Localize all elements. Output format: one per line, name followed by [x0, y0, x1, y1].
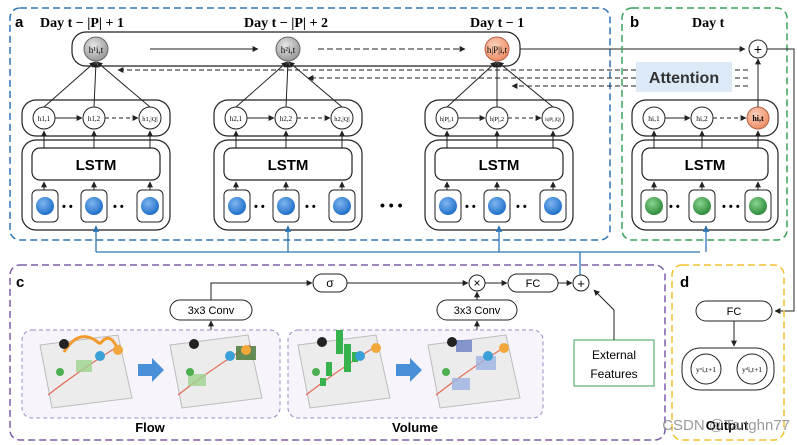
group-2-dots-b: • •	[305, 201, 316, 213]
group-3: h|P|,1 h|P|,2 h|P|,|Q| LSTM • • • •	[424, 61, 574, 231]
panel-d-letter: d	[680, 274, 689, 291]
panel-c-letter: c	[16, 274, 24, 291]
group-1-node-2: h1,2	[88, 115, 101, 123]
group-2: h2,1 h2,2 h2,|Q| LSTM • • • •	[213, 61, 363, 231]
group-3-lstm: LSTM	[479, 157, 520, 174]
group-3-node-3: h|P|,|Q|	[545, 117, 561, 123]
b-lstm: LSTM	[685, 157, 726, 174]
attention-box	[636, 62, 732, 92]
b-dots-a: • •	[669, 201, 680, 213]
top-node-2: h²i,t	[281, 45, 296, 55]
panel-a-letter: a	[15, 14, 24, 31]
group-1-node-3: h1,|Q|	[142, 116, 157, 123]
group-2-node-2: h2,2	[280, 115, 293, 123]
panel-d: d FC yᵒi,t+1 yᵈi,t+1 Output	[671, 264, 785, 441]
output-o: yᵒi,t+1	[696, 365, 716, 374]
top-node-3: h|P|i,t	[487, 45, 508, 55]
group-2-dots-a: • •	[254, 201, 265, 213]
panel-c: c σ × FC + 3x3 Conv 3x3 Conv	[9, 264, 666, 441]
group-2-node-3: h2,|Q|	[334, 116, 349, 123]
conv-right-label: 3x3 Conv	[454, 305, 501, 317]
times-symbol: ×	[473, 276, 480, 290]
group-1-dots-b: • •	[113, 201, 124, 213]
attention-label: Attention	[649, 70, 719, 87]
group-3-node-2: h|P|,2	[490, 116, 504, 123]
b-node-1: hi,1	[648, 114, 660, 123]
plus-b: +	[754, 41, 762, 57]
volume-label: Volume	[392, 420, 438, 435]
group-3-dots-a: • •	[465, 201, 476, 213]
day-t-label: Day t	[692, 16, 725, 31]
b-node-3: hi,t	[752, 114, 764, 123]
output-label: Output	[706, 418, 749, 433]
panel-a: a Day t − |P| + 1 Day t − |P| + 2 Day t …	[9, 7, 748, 241]
fc-c-label: FC	[526, 278, 541, 290]
output-d: yᵈi,t+1	[742, 365, 762, 374]
top-node-1: h¹i,t	[89, 45, 104, 55]
group-1: h1,1 h1,2 h1,|Q| LSTM • • • •	[21, 61, 171, 231]
day-label-3: Day t − 1	[470, 16, 524, 31]
group-1-node-1: h1,1	[38, 115, 51, 123]
sigma-label: σ	[326, 276, 334, 290]
fc-d-label: FC	[727, 306, 742, 318]
between-dots: • • •	[380, 197, 403, 213]
day-label-2: Day t − |P| + 2	[244, 16, 328, 31]
panel-b-letter: b	[630, 14, 639, 31]
group-2-lstm: LSTM	[268, 157, 309, 174]
conv-left-label: 3x3 Conv	[188, 305, 235, 317]
group-3-node-1: h|P|,1	[440, 116, 454, 123]
external-line-1: External	[592, 348, 636, 362]
group-1-lstm: LSTM	[76, 157, 117, 174]
panel-b: b Day t + Attention hi,1 hi,2 hi,t LSTM …	[621, 7, 795, 314]
group-1-dots-a: • •	[62, 201, 73, 213]
b-dots-b: • • •	[722, 201, 740, 213]
external-line-2: Features	[590, 367, 637, 381]
watermark: CSDN @Tanghn77	[662, 417, 790, 434]
plus-c: +	[577, 276, 585, 291]
b-node-2: hi,2	[696, 114, 708, 123]
day-label-1: Day t − |P| + 1	[40, 16, 124, 31]
group-3-dots-b: • •	[516, 201, 527, 213]
feed-lines	[92, 225, 710, 275]
flow-label: Flow	[135, 420, 165, 435]
group-2-node-1: h2,1	[230, 115, 243, 123]
